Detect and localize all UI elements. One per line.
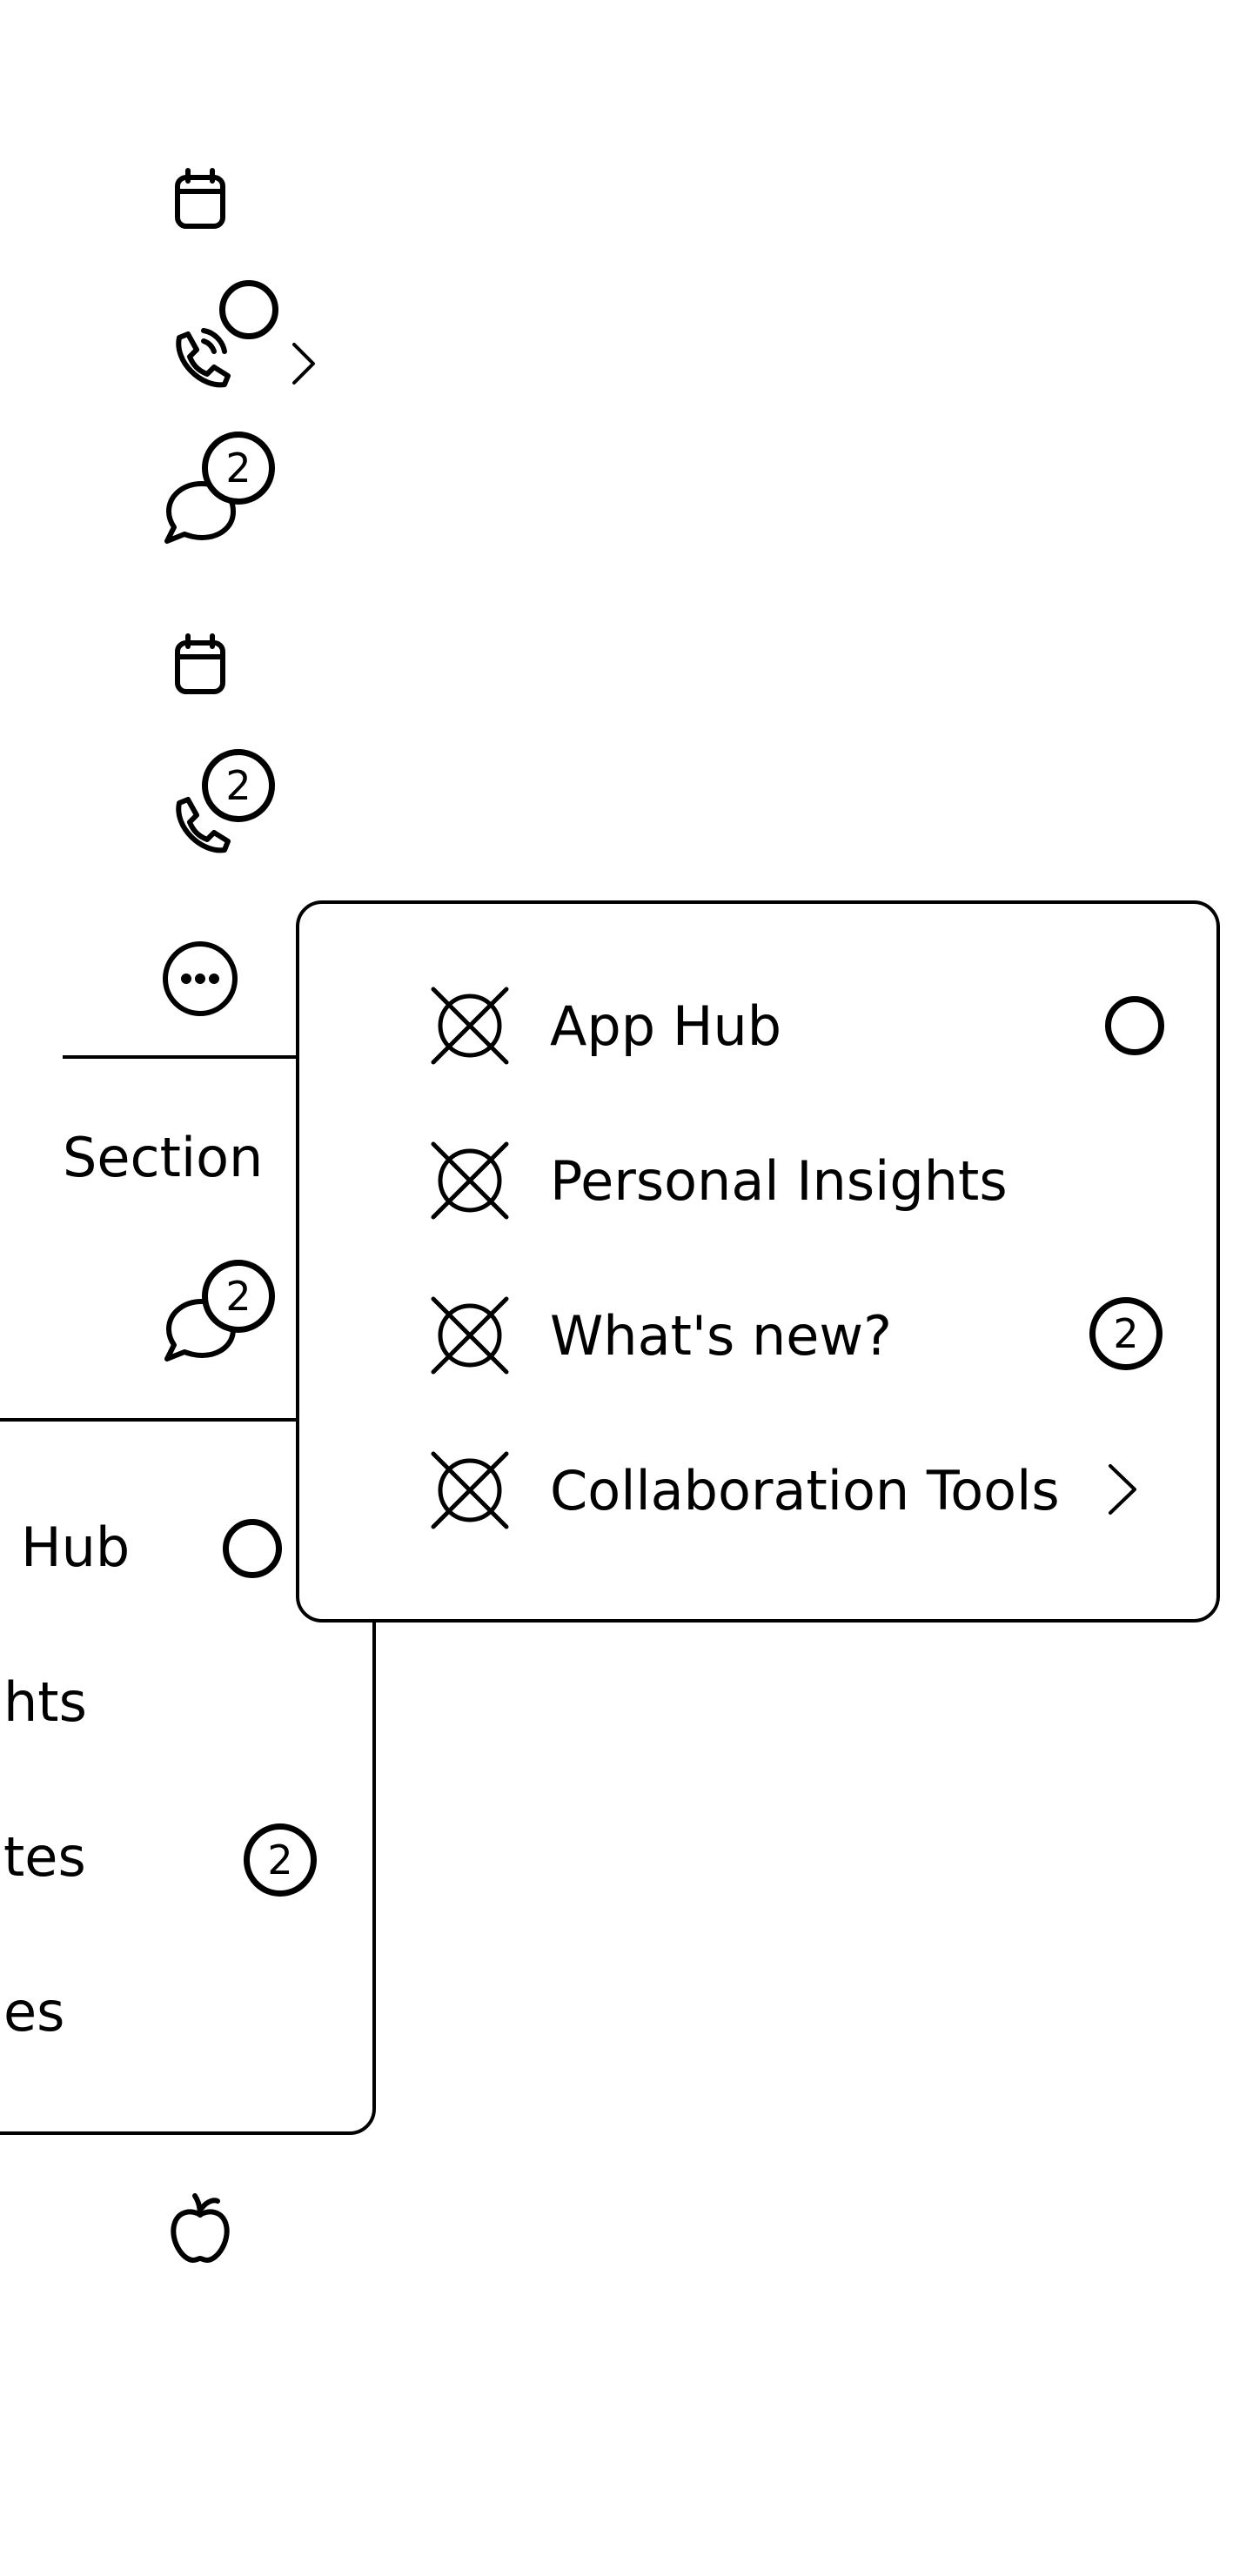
rail-item-chat[interactable]: 2 — [148, 432, 275, 565]
menu-item-label: Collaboration Tools — [550, 1459, 1060, 1522]
apple-icon — [158, 2185, 242, 2269]
rail-item-section-chat[interactable]: 2 — [148, 1260, 275, 1383]
more-icon — [158, 937, 242, 1020]
submenu-item-label: tes — [3, 1825, 86, 1889]
chevron-right-icon — [1109, 1464, 1136, 1515]
submenu-item-label: es — [3, 1980, 65, 2044]
rail-item-more[interactable] — [148, 927, 252, 1031]
rail-item-calendar[interactable] — [148, 148, 252, 252]
submenu-item-tools[interactable]: es — [0, 1886, 372, 2041]
chat-icon — [158, 472, 242, 555]
menu-item-whats-new[interactable]: What's new? 2 — [299, 1214, 1216, 1375]
notification-badge: 2 — [202, 432, 275, 505]
chevron-right-icon — [292, 343, 315, 385]
rail-item-calls[interactable] — [148, 280, 315, 409]
submenu-item-insights[interactable]: hts — [0, 1576, 372, 1731]
section-label: Section — [63, 1126, 264, 1189]
rail-item-calls-2[interactable]: 2 — [148, 749, 275, 874]
menu-item-label: Personal Insights — [550, 1149, 1008, 1213]
calendar-icon — [158, 624, 242, 707]
calendar-icon — [158, 158, 242, 242]
status-dot — [1105, 996, 1164, 1055]
menu-item-label: What's new? — [550, 1304, 893, 1368]
notification-badge: 2 — [244, 1823, 317, 1897]
flyout-menu: App Hub Personal Insights What's new? 2 — [296, 900, 1220, 1623]
status-dot — [219, 280, 278, 339]
menu-item-collaboration-tools[interactable]: Collaboration Tools — [299, 1368, 1216, 1529]
phone-icon — [158, 315, 242, 398]
placeholder-x-icon — [428, 1449, 512, 1532]
submenu-item-updates[interactable]: tes 2 — [0, 1731, 372, 1897]
submenu-item-label: hts — [3, 1670, 87, 1734]
notification-badge: 2 — [202, 1260, 275, 1333]
menu-item-app-hub[interactable]: App Hub — [299, 904, 1216, 1065]
placeholder-x-icon — [428, 984, 512, 1067]
rail-item-apple[interactable] — [148, 2175, 252, 2279]
submenu-item-app-hub[interactable]: Hub — [0, 1422, 372, 1579]
placeholder-x-icon — [428, 1294, 512, 1377]
status-dot — [223, 1519, 282, 1578]
menu-item-personal-insights[interactable]: Personal Insights — [299, 1059, 1216, 1220]
submenu-item-label: Hub — [21, 1515, 131, 1579]
placeholder-x-icon — [428, 1139, 512, 1222]
rail-divider — [63, 1055, 315, 1059]
rail-item-calendar-2[interactable] — [148, 613, 252, 718]
notification-badge: 2 — [202, 749, 275, 822]
phone-icon — [158, 780, 242, 864]
notification-badge: 2 — [1089, 1297, 1163, 1370]
menu-item-label: App Hub — [550, 994, 782, 1058]
